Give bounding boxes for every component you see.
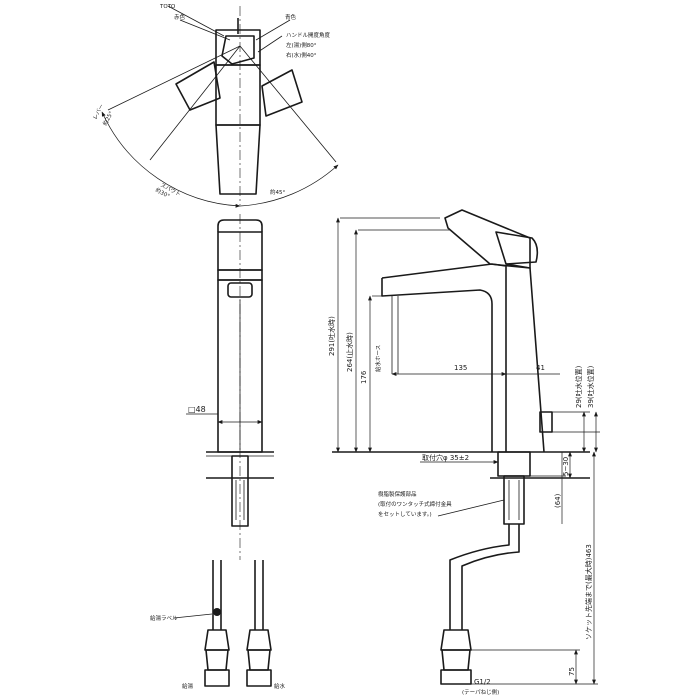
lever-angle-label: 約25° [101,109,115,126]
side-fitting [441,649,471,671]
hot-label-dot [213,608,221,616]
dim-291-label: 291(吐水時) [327,316,336,356]
side-view: 291(吐水時) 264(止水時) 176 135 41 29(吐水位置) 39… [327,209,600,696]
right-angle-ray [239,45,337,163]
brand-leader [167,5,225,37]
side-handle-lever [444,209,531,269]
hot-leader [179,19,231,41]
handle-note-2: 左(湯)側80° [286,41,317,49]
lever-rotated-right [261,69,303,117]
front-handle-top [217,219,263,232]
dim-64-label: (64) [554,493,562,508]
width-label: □48 [188,405,206,414]
note-leader [437,499,505,517]
dim-176-label: 176 [360,370,368,384]
lever-label: レバー [92,103,106,121]
side-fitting-base [440,669,472,685]
side-nut-block [497,451,531,477]
right-arc [239,164,339,207]
hot-side-label: 給湯 [182,682,194,690]
dim-39-label: 39(吐水位置) [586,365,595,408]
dim-counter-label: 5~30 [562,457,570,476]
cold-color-label: 青色 [285,13,297,21]
note-line-3: をセットしています。) [378,511,432,518]
spout-angle-ray [149,45,241,161]
cold-side-label: 給水 [274,682,286,690]
side-handle-cap [495,231,539,265]
hot-fitting [205,649,229,671]
hot-label-text: 給湯ラベル [150,614,178,622]
lever-angle-ray [107,45,241,111]
front-view: □48 給湯ラベル 給湯 給水 [150,214,286,690]
dim-hole-label: 取付穴φ 35±2 [422,453,469,462]
top-view: TOTO 赤色 青色 ハンドル開度角度 左(湯)側80° 右(水)側40° レバ… [92,4,339,208]
cold-fitting-base [246,669,272,687]
handle-note-3: 右(水)側40° [286,51,317,59]
side-hose-curve [449,524,510,600]
dim-75-label: 75 [568,667,576,676]
dim-463-label: ソケット先端まで(最大時)463 [584,544,593,640]
center-angle-label: 約45° [270,188,285,196]
hot-color-label: 赤色 [174,13,186,21]
lever-rotated-left [175,61,221,111]
hot-fitting-base [204,669,230,687]
side-shank [503,475,525,525]
note-line-1: 樹脂製保護部品 [378,490,417,498]
brand-label: TOTO [159,4,176,10]
handle-note-1: ハンドル開度角度 [286,31,331,39]
side-body-back [505,263,545,453]
side-hose-curve-2 [461,524,520,600]
thread-label: G1/2 [474,678,491,686]
spout-tip-top [215,124,261,195]
front-spout-opening [227,282,253,298]
dim-41-label: 41 [536,364,545,372]
hose-label: 給水ホース [374,345,382,372]
cold-fitting [247,649,271,671]
side-spout-bottom [381,278,493,452]
dim-264-label: 264(止水時) [345,332,354,372]
side-nut [440,629,472,651]
note-line-2: (取付のワンタッチ式締付金具 [378,500,452,508]
side-lever-stub [539,411,553,433]
spout-neck-top [215,64,261,126]
handle-note-leader [257,35,283,53]
hot-label-leader [173,613,213,619]
dim-135-label: 135 [454,364,467,372]
left-arc [101,111,241,208]
cold-nut [246,629,272,651]
hot-nut [204,629,230,651]
front-shank [231,455,249,527]
thread-note: (テーパねじ側) [462,688,499,696]
dim-29-label: 29(吐水位置) [574,365,583,408]
side-spout-top [381,263,507,452]
handle-lever-top [221,35,255,65]
cold-leader [255,19,291,41]
